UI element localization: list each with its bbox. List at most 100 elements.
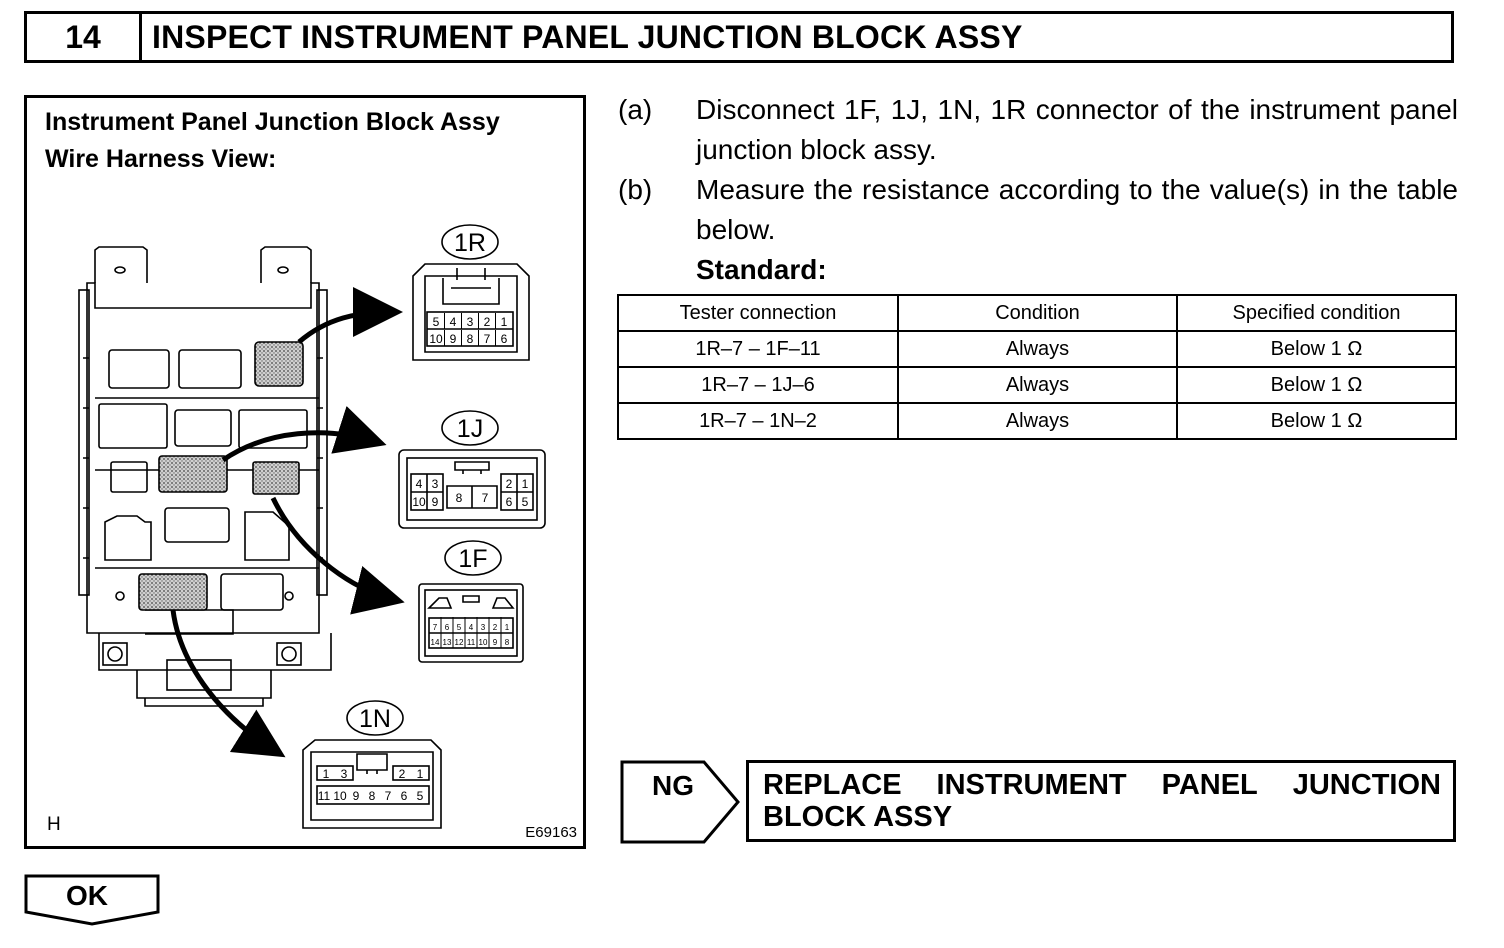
pin-number: 2 — [484, 315, 491, 329]
pin-number: 11 — [318, 789, 331, 803]
pin-number: 8 — [467, 332, 474, 346]
figure-title: Instrument Panel Junction Block Assy Wir… — [45, 104, 500, 178]
table-cell: Below 1 Ω — [1176, 366, 1457, 404]
pin-number: 7 — [484, 332, 491, 346]
pin-number: 1 — [501, 315, 508, 329]
ng-label: NG — [652, 770, 694, 801]
pin-number: 9 — [450, 332, 457, 346]
pin-number: 10 — [333, 789, 347, 803]
pin-number: 7 — [385, 789, 392, 803]
ng-action-word: REPLACE — [763, 769, 902, 801]
label-1f: 1F — [458, 545, 487, 573]
figure-title-line1: Instrument Panel Junction Block Assy — [45, 108, 500, 136]
table-row: 1R–7 – 1J–6 Always Below 1 Ω — [617, 366, 1457, 404]
table-cell: Always — [897, 330, 1178, 368]
step-header: 14 INSPECT INSTRUMENT PANEL JUNCTION BLO… — [24, 11, 1454, 63]
pin-number: 5 — [457, 623, 462, 632]
connector-1f-face — [418, 583, 524, 663]
table-cell: Below 1 Ω — [1176, 402, 1457, 440]
connector-1j-face — [398, 449, 546, 529]
standard-label: Standard: — [696, 254, 827, 285]
pin-number: 2 — [506, 477, 513, 491]
instruction-a-text: Disconnect 1F, 1J, 1N, 1R connector of t… — [696, 94, 1458, 165]
instructions: (a) Disconnect 1F, 1J, 1N, 1R connector … — [618, 90, 1458, 290]
pin-number: 6 — [501, 332, 508, 346]
table-cell: 1R–7 – 1J–6 — [617, 366, 899, 404]
leader-arrows — [170, 287, 405, 758]
ok-tag-shape[interactable] — [24, 874, 160, 926]
pin-number: 8 — [505, 638, 510, 647]
pin-number: 11 — [467, 638, 476, 647]
pin-number: 3 — [467, 315, 474, 329]
pin-number: 5 — [417, 789, 424, 803]
connector-1r-face — [412, 263, 530, 361]
connector-1n-face — [302, 739, 442, 829]
table-row: 1R–7 – 1F–11 Always Below 1 Ω — [617, 330, 1457, 368]
table-header: Tester connection — [617, 294, 899, 332]
ng-action-word: PANEL — [1161, 769, 1258, 801]
table-cell: 1R–7 – 1F–11 — [617, 330, 899, 368]
table-header: Condition — [897, 294, 1178, 332]
table-header: Specified condition — [1176, 294, 1457, 332]
pin-number: 1 — [417, 767, 424, 781]
ng-action-line2: BLOCK ASSY — [763, 801, 953, 833]
pin-number: 3 — [481, 623, 486, 632]
pin-number: 6 — [506, 495, 513, 509]
spec-table: Tester connection Condition Specified co… — [617, 294, 1457, 440]
pin-number: 12 — [455, 638, 464, 647]
ng-action-word: INSTRUMENT — [936, 769, 1127, 801]
step-number: 14 — [27, 14, 142, 60]
pin-number: 9 — [353, 789, 360, 803]
pin-number: 4 — [416, 477, 423, 491]
pin-number: 7 — [482, 491, 489, 505]
port-1j-a — [158, 455, 228, 493]
port-1n — [138, 573, 208, 611]
pin-number: 10 — [479, 638, 488, 647]
ok-label: OK — [66, 880, 108, 911]
pin-number: 1 — [323, 767, 330, 781]
pin-number: 1 — [505, 623, 510, 632]
figure-title-line2: Wire Harness View: — [45, 145, 277, 173]
pin-number: 10 — [412, 495, 426, 509]
pin-number: 6 — [401, 789, 408, 803]
pin-number: 2 — [399, 767, 406, 781]
pin-number: 1 — [522, 477, 529, 491]
ng-action-word: JUNCTION — [1292, 769, 1441, 801]
pin-number: 3 — [432, 477, 439, 491]
pin-number: 4 — [469, 623, 474, 632]
pin-number: 3 — [341, 767, 348, 781]
table-cell: Below 1 Ω — [1176, 330, 1457, 368]
pin-number: 8 — [456, 491, 463, 505]
table-cell: 1R–7 – 1N–2 — [617, 402, 899, 440]
label-1n: 1N — [359, 705, 391, 733]
instruction-a-label: (a) — [618, 94, 653, 125]
label-1j: 1J — [457, 415, 483, 443]
pin-number: 6 — [445, 623, 450, 632]
instruction-a: (a) Disconnect 1F, 1J, 1N, 1R connector … — [618, 90, 1458, 170]
pin-number: 14 — [431, 638, 440, 647]
pin-number: 9 — [493, 638, 498, 647]
ng-action-line1: REPLACE INSTRUMENT PANEL JUNCTION — [763, 769, 1441, 801]
ng-action-box: REPLACE INSTRUMENT PANEL JUNCTION BLOCK … — [746, 760, 1456, 842]
junction-block-outline — [78, 246, 332, 707]
pin-number: 2 — [493, 623, 498, 632]
pin-number: 7 — [433, 623, 438, 632]
pin-number: 8 — [369, 789, 376, 803]
instruction-b-label: (b) — [618, 174, 653, 205]
table-row: 1R–7 – 1N–2 Always Below 1 Ω — [617, 402, 1457, 440]
step-title: INSPECT INSTRUMENT PANEL JUNCTION BLOCK … — [152, 18, 1023, 55]
instruction-b: (b) Measure the resistance according to … — [618, 170, 1458, 250]
table-cell: Always — [897, 366, 1178, 404]
pin-number: 5 — [433, 315, 440, 329]
instruction-b-text: Measure the resistance according to the … — [696, 174, 1458, 245]
label-1r: 1R — [454, 229, 486, 257]
table-cell: Always — [897, 402, 1178, 440]
pin-number: 13 — [443, 638, 452, 647]
ng-tag-shape[interactable] — [620, 760, 744, 844]
figure-letter: H — [47, 814, 61, 835]
pin-number: 4 — [450, 315, 457, 329]
pin-number: 5 — [522, 495, 529, 509]
port-1r — [254, 341, 304, 387]
